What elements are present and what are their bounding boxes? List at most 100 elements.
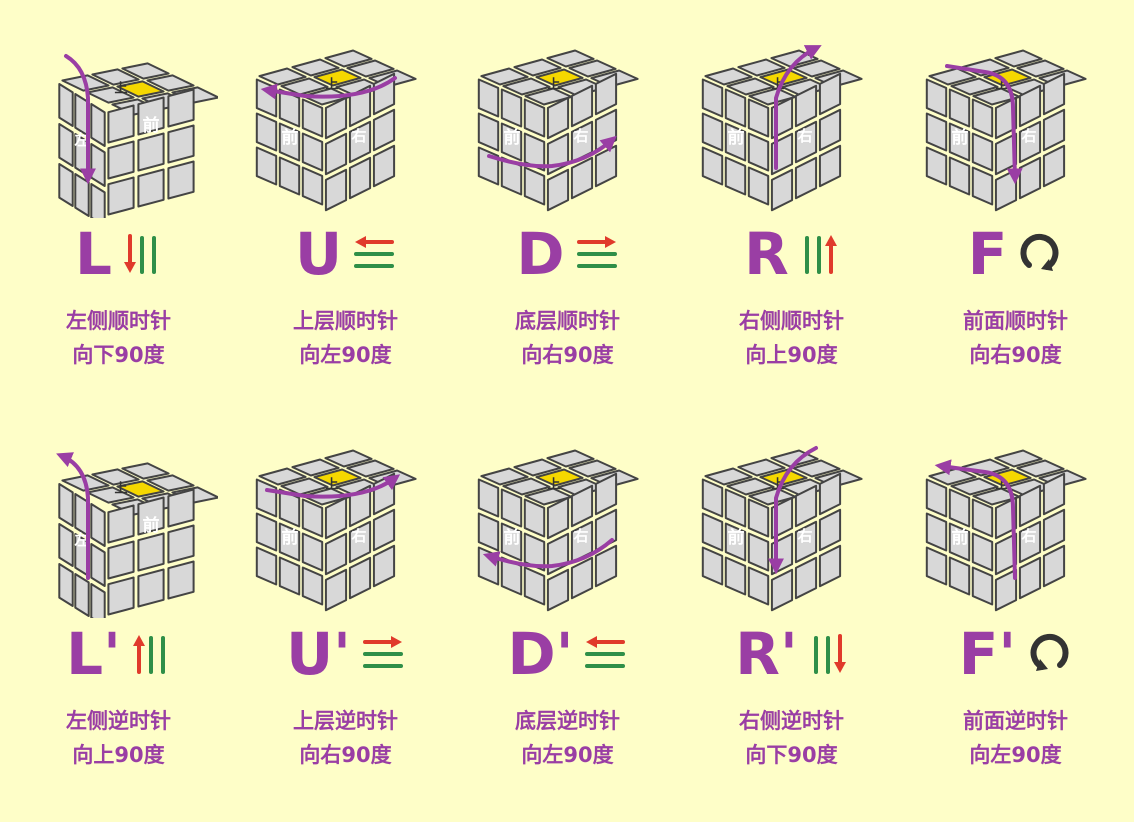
front-face-sticker — [107, 176, 135, 216]
top-face-sticker — [313, 468, 362, 487]
front-face-sticker — [747, 532, 770, 572]
front-face-sticker — [948, 522, 971, 562]
top-face-sticker — [546, 449, 595, 468]
layer-bars-icon — [804, 235, 837, 274]
top-face-sticker — [513, 458, 562, 477]
top-face-sticker — [324, 449, 373, 468]
move-letter: F' — [958, 620, 1017, 688]
top-face-sticker — [121, 62, 170, 80]
front-face-sticker — [137, 532, 165, 572]
right-face-sticker — [1042, 108, 1066, 152]
front-face-sticker — [107, 140, 135, 180]
right-face-sticker — [324, 96, 348, 140]
front-face-sticker — [523, 532, 546, 572]
right-face-sticker — [818, 544, 842, 588]
right-face-sticker — [818, 472, 842, 516]
front-face-sticker — [523, 166, 546, 206]
front-face-sticker — [477, 512, 500, 552]
front-face-sticker — [107, 104, 135, 144]
right-face-sticker — [1042, 472, 1066, 516]
description-line-2: 向左90度 — [299, 343, 392, 367]
front-face-sticker — [107, 576, 135, 616]
right-face-sticker — [1042, 144, 1066, 188]
top-label: 上 — [325, 78, 338, 93]
left-face-sticker — [58, 83, 74, 127]
right-face-sticker — [546, 132, 570, 176]
cube-diagram: 上前右 — [255, 449, 417, 612]
front-face-sticker — [925, 78, 948, 118]
move-notation: D — [454, 219, 681, 289]
top-face-sticker — [535, 68, 584, 87]
move-notation: D' — [454, 619, 681, 689]
front-face-sticker — [278, 522, 301, 562]
front-face-sticker — [255, 478, 278, 518]
description-line-2: 向右90度 — [299, 743, 392, 767]
front-label: 前 — [728, 127, 745, 148]
right-face-sticker — [324, 168, 348, 212]
left-face-sticker — [74, 173, 90, 217]
right-face-sticker — [794, 120, 818, 164]
front-face-sticker — [255, 146, 278, 186]
top-face-sticker — [792, 59, 841, 78]
right-face-sticker — [570, 556, 594, 600]
top-face-sticker — [258, 67, 307, 86]
top-face-sticker — [291, 58, 340, 77]
top-face-sticker — [737, 458, 786, 477]
front-face-sticker — [255, 112, 278, 152]
move-description: 右侧逆时针向下90度 — [678, 704, 905, 772]
top-face-sticker — [313, 68, 362, 87]
front-face-sticker — [278, 556, 301, 596]
front-face-sticker — [477, 478, 500, 518]
move-letter: F — [967, 220, 1008, 288]
front-face-sticker — [747, 132, 770, 172]
description-line-2: 向左90度 — [969, 743, 1062, 767]
top-label: 上 — [114, 482, 127, 497]
front-label: 前 — [504, 527, 521, 548]
turn-arrow-icon — [768, 446, 818, 575]
turn-arrow-icon — [487, 135, 617, 169]
right-face-sticker — [794, 484, 818, 528]
right-face-sticker — [994, 568, 1018, 612]
move-letter: U' — [286, 620, 351, 688]
right-face-sticker — [818, 72, 842, 116]
front-face-sticker — [167, 124, 195, 164]
front-face-sticker — [500, 488, 523, 528]
cube-diagram: 上前右 — [255, 49, 417, 212]
front-face-sticker — [925, 512, 948, 552]
top-face-sticker — [950, 477, 999, 496]
right-face-sticker — [546, 96, 570, 140]
right-label: 右 — [797, 527, 812, 545]
right-face-sticker — [1018, 156, 1042, 200]
description-line-2: 向右90度 — [969, 343, 1062, 367]
top-face-sticker — [146, 474, 195, 492]
top-face-sticker — [704, 67, 753, 86]
description-line-2: 向上90度 — [72, 743, 165, 767]
top-face-sticker — [568, 59, 617, 78]
top-face-sticker — [86, 486, 135, 504]
move-description: 左侧逆时针向上90度 — [5, 704, 232, 772]
front-face-sticker — [137, 96, 165, 136]
front-face-sticker — [255, 78, 278, 118]
turn-arrow-icon — [934, 459, 1017, 580]
right-face-sticker — [794, 84, 818, 128]
right-face-sticker — [570, 156, 594, 200]
layer-bars-icon — [813, 634, 846, 674]
front-face-sticker — [701, 478, 724, 518]
front-face-sticker — [948, 156, 971, 196]
move-notation: R' — [678, 619, 905, 689]
front-label: 前 — [143, 115, 160, 136]
right-face-sticker — [348, 556, 372, 600]
right-face-sticker — [546, 168, 570, 212]
front-label: 前 — [504, 127, 521, 148]
description-line-1: 右侧顺时针 — [739, 309, 844, 333]
cube-diagram: 上前右 — [477, 449, 639, 612]
move-description: 右侧顺时针向上90度 — [678, 304, 905, 372]
turn-arrow-icon — [945, 64, 1023, 185]
right-face-sticker — [1042, 508, 1066, 552]
left-face-sticker — [58, 163, 74, 207]
front-face-sticker — [701, 146, 724, 186]
top-face-sticker — [502, 477, 551, 496]
